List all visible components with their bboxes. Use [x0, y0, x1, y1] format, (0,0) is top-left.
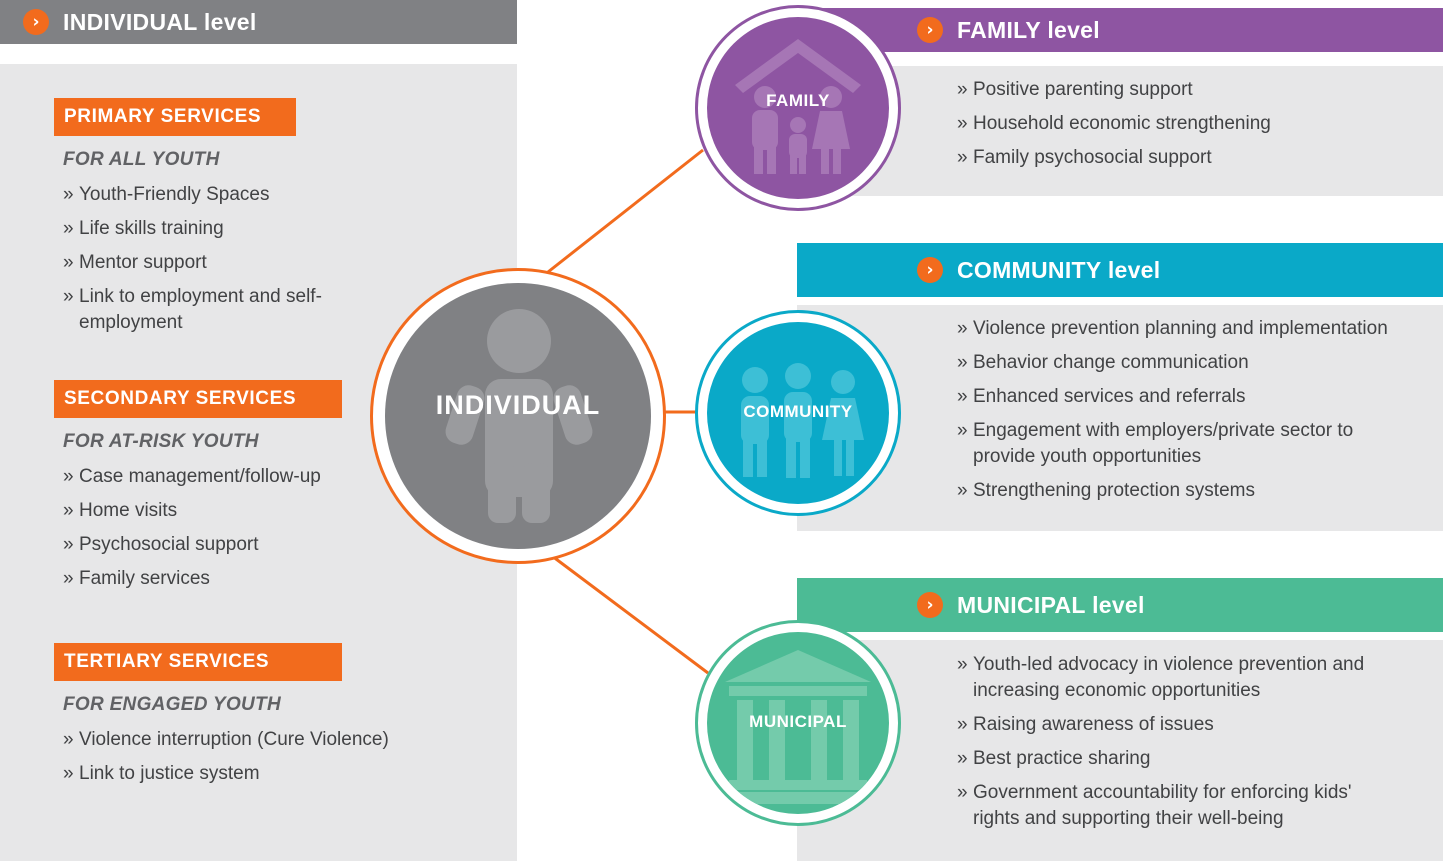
list-item: Home visits [63, 498, 363, 524]
chevron-right-icon: › [917, 17, 943, 43]
list-item: Violence interruption (Cure Violence) [63, 727, 443, 753]
community-circle-label: COMMUNITY [743, 402, 853, 421]
list-item: Strengthening protection systems [957, 478, 1427, 504]
list-item: Life skills training [63, 216, 353, 242]
individual-header-name: INDIVIDUAL [63, 8, 198, 35]
tertiary-services-list: Violence interruption (Cure Violence) Li… [63, 727, 443, 795]
municipal-list: Youth-led advocacy in violence preventio… [957, 652, 1397, 840]
family-header: › FAMILY level [797, 8, 1443, 52]
community-icon [741, 363, 864, 478]
list-item: Best practice sharing [957, 746, 1397, 772]
individual-circle [385, 283, 651, 549]
list-item: Link to employment and self-employment [63, 284, 353, 336]
family-header-name: FAMILY [957, 16, 1041, 43]
person-icon [445, 309, 593, 523]
community-header: › COMMUNITY level [797, 243, 1443, 297]
tertiary-services-tag: TERTIARY SERVICES [54, 643, 342, 681]
list-item: Family services [63, 566, 363, 592]
individual-header-suffix: level [203, 8, 257, 35]
list-item: Youth-led advocacy in violence preventio… [957, 652, 1397, 704]
municipal-circle-label: MUNICIPAL [749, 712, 847, 731]
list-item: Household economic strengthening [957, 111, 1427, 137]
list-item: Enhanced services and referrals [957, 384, 1427, 410]
building-icon [721, 650, 875, 804]
connector-family [547, 148, 704, 274]
community-circle [707, 322, 889, 504]
community-list: Violence prevention planning and impleme… [957, 316, 1427, 512]
primary-services-subtitle: FOR ALL YOUTH [63, 149, 220, 170]
secondary-services-list: Case management/follow-up Home visits Ps… [63, 464, 363, 600]
community-header-name: COMMUNITY [957, 256, 1102, 283]
list-item: Raising awareness of issues [957, 712, 1397, 738]
list-item: Government accountability for enforcing … [957, 780, 1393, 832]
connector-municipal [547, 551, 709, 675]
primary-services-tag: PRIMARY SERVICES [54, 98, 296, 136]
municipal-header: › MUNICIPAL level [797, 578, 1443, 632]
chevron-right-icon: › [23, 9, 49, 35]
list-item: Behavior change communication [957, 350, 1427, 376]
list-item: Link to justice system [63, 761, 443, 787]
individual-circle-label: INDIVIDUAL [435, 390, 601, 420]
list-item: Mentor support [63, 250, 353, 276]
secondary-services-subtitle: FOR AT-RISK YOUTH [63, 431, 259, 452]
individual-header: › INDIVIDUAL level [0, 0, 517, 44]
municipal-header-suffix: level [1092, 591, 1145, 618]
list-item: Family psychosocial support [957, 145, 1427, 171]
chevron-right-icon: › [917, 592, 943, 618]
tertiary-services-subtitle: FOR ENGAGED YOUTH [63, 694, 281, 715]
family-circle-label: FAMILY [766, 91, 830, 110]
primary-services-list: Youth-Friendly Spaces Life skills traini… [63, 182, 353, 344]
list-item: Youth-Friendly Spaces [63, 182, 353, 208]
municipal-circle [707, 632, 889, 814]
list-item: Positive parenting support [957, 77, 1427, 103]
secondary-services-tag: SECONDARY SERVICES [54, 380, 342, 418]
family-icon [735, 39, 861, 174]
list-item: Violence prevention planning and impleme… [957, 316, 1427, 342]
community-header-suffix: level [1107, 256, 1161, 283]
chevron-right-icon: › [917, 257, 943, 283]
municipal-header-name: MUNICIPAL [957, 591, 1086, 618]
family-list: Positive parenting support Household eco… [957, 77, 1427, 179]
list-item: Psychosocial support [63, 532, 363, 558]
family-header-suffix: level [1047, 16, 1100, 43]
list-item: Engagement with employers/private sector… [957, 418, 1373, 470]
family-circle [707, 17, 889, 199]
list-item: Case management/follow-up [63, 464, 363, 490]
